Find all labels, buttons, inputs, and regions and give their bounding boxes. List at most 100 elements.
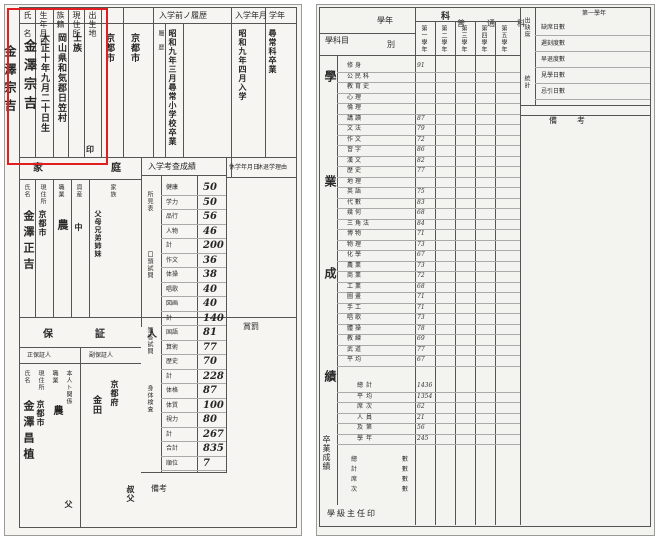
attendance-row-label: 遲刻度數: [541, 40, 566, 47]
attendance-header: 出缺席: [523, 17, 530, 38]
score-row-line: [161, 397, 226, 399]
subject-row-line: [337, 113, 520, 115]
score-value: 40: [203, 283, 217, 295]
score-row-line: [161, 368, 226, 370]
subject-row-line: [337, 176, 520, 178]
subject-score: 87: [417, 114, 425, 122]
header-status: 現住所: [72, 11, 81, 38]
graduation-side-sublabel: 數: [402, 486, 409, 493]
score-row-line: [161, 426, 226, 428]
header-address: 出生地: [88, 11, 97, 38]
section-label-1: 學: [323, 70, 337, 85]
subject-score: 83: [417, 198, 425, 206]
score-label: 体操: [166, 271, 179, 278]
subject-score: 91: [417, 62, 425, 69]
year-col-header: 第三學年: [460, 25, 467, 53]
main-guarantor-name: 金澤昌植: [22, 400, 35, 464]
subject-row-line: [337, 334, 520, 335]
total-label: 及第: [357, 424, 376, 431]
domicile-value: 岡山県和気郡日笠村: [56, 33, 66, 123]
score-value: 40: [203, 298, 217, 309]
year-col-header: 第一學年: [420, 25, 427, 53]
subject-name: 漢文: [347, 156, 364, 164]
subject-row-line: [337, 250, 520, 251]
margin-name-note: 金澤宗吉: [3, 45, 17, 117]
subject-score: 84: [417, 219, 425, 227]
subject-row-line: [337, 344, 520, 346]
subject-row-line: [337, 313, 520, 314]
score-value: 77: [203, 341, 217, 353]
score-label: 体質: [166, 401, 179, 409]
subject-name: 心理: [347, 93, 364, 101]
admission-header: 入学考查成績: [148, 162, 196, 171]
subject-score: 72: [417, 272, 425, 279]
header-domicile: 族籍: [56, 11, 65, 29]
attendance-note-label: 備考: [549, 116, 605, 125]
subject-row-line: [337, 71, 520, 73]
total-value: 21: [417, 413, 425, 421]
family-assets: 中: [74, 223, 84, 232]
subject-row-line: [337, 187, 520, 188]
leave-reason-header: 休退学理由: [257, 164, 288, 171]
sub-guarantor-relation: 叔父: [126, 485, 136, 503]
score-row-line: [161, 194, 226, 196]
guarantor-name-label: 氏名: [23, 370, 30, 384]
score-row-line: [161, 223, 226, 225]
subject-name: 博物: [347, 230, 364, 237]
side-label-physical: 身体検査: [146, 385, 153, 413]
total-row-line: [337, 391, 520, 393]
subject-header: 學科目: [325, 36, 349, 45]
class-header: 別: [387, 40, 395, 49]
score-value: 50: [203, 182, 217, 193]
subject-score: 67: [417, 356, 425, 363]
score-label: 人物: [166, 227, 179, 235]
score-value: 7: [203, 457, 210, 469]
total-label: 學年: [357, 434, 376, 442]
subject-name: 修身: [347, 62, 364, 69]
graduation-side-sublabel: 數: [402, 456, 409, 463]
subject-row-line: [337, 166, 520, 167]
reward-title: 賞罰: [243, 322, 259, 331]
score-label: 計: [166, 372, 173, 380]
subject-score: 82: [417, 156, 425, 164]
subject-row-line: [337, 323, 520, 325]
guarantor-title: 保 証 人: [43, 329, 160, 340]
grade-title: 学年: [269, 11, 285, 20]
total-value: 1436: [417, 382, 433, 389]
total-row-line: [337, 402, 520, 403]
subject-score: 69: [417, 335, 425, 342]
total-row-line: [337, 433, 520, 435]
subject-row-line: [337, 124, 520, 125]
score-value: 80: [203, 414, 217, 425]
year-col-header: 第五學年: [500, 25, 507, 53]
header-birth: 生年月日: [39, 11, 48, 47]
subject-name: 圖畫: [347, 293, 364, 300]
score-label: 学力: [166, 198, 179, 206]
score-label: 歴史: [166, 358, 179, 365]
family-assets-header: 資産: [75, 184, 82, 198]
subject-row-line: [337, 302, 520, 304]
parent-name: 金澤正吉: [22, 210, 35, 274]
sub-guarantor-header: 副保証人: [89, 352, 114, 359]
subject-score: 68: [417, 282, 425, 290]
subject-row-line: [337, 355, 520, 356]
score-label: 計: [166, 430, 173, 438]
section-label-4: 績: [323, 370, 337, 385]
main-guarantor-relation: 父: [64, 500, 74, 509]
subject-row-line: [337, 239, 520, 241]
graduation-side-label: 計: [351, 466, 358, 473]
subject-score: 78: [417, 324, 425, 332]
subject-score: 73: [417, 261, 425, 269]
subject-name: 教育史: [347, 83, 372, 90]
score-label: 算術: [166, 343, 179, 351]
score-label: 順位: [166, 459, 179, 467]
subject-score: 72: [417, 135, 425, 143]
total-value: 1354: [417, 392, 433, 400]
score-label: 品行: [166, 213, 179, 220]
score-row-line: [161, 339, 226, 341]
score-row-line: [161, 310, 226, 312]
previous-school-title: 入学前ノ履歴: [159, 11, 207, 20]
side-label-oral: 口頭試問: [146, 251, 153, 279]
history-text: 昭和九年三月尋常小学校卒業: [168, 29, 178, 146]
family-address-header: 現住所: [39, 184, 46, 205]
